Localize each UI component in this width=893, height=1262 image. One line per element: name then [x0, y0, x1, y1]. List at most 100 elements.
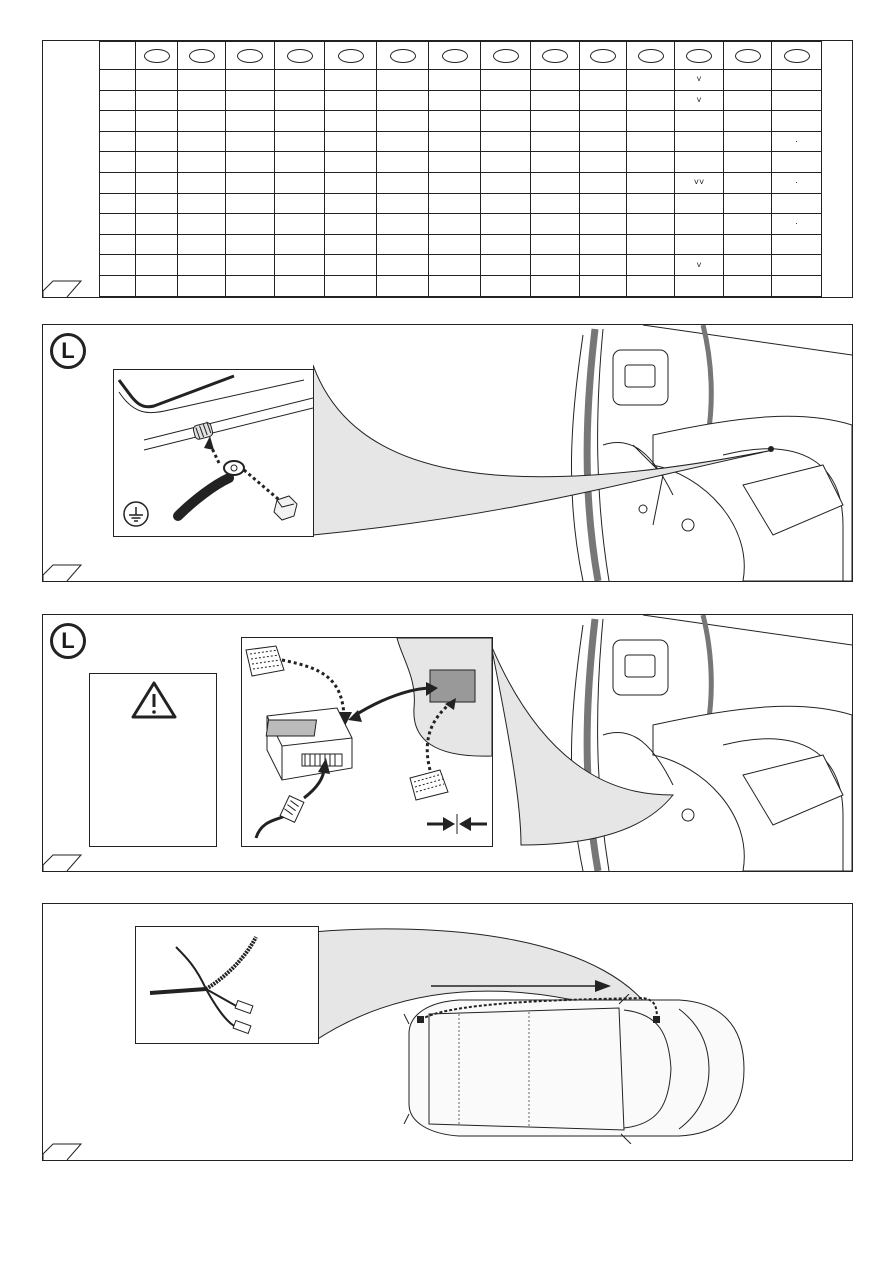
routing-direction-arrow: [431, 980, 611, 992]
table-cell: [771, 110, 822, 132]
table-row: [99, 110, 822, 132]
table-cell: [274, 151, 325, 173]
ground-cable: [173, 460, 245, 521]
table-row-label-cell: [99, 274, 136, 297]
table-cell: [324, 89, 377, 112]
table-header-cell: [530, 41, 580, 70]
table-cell: [274, 233, 325, 256]
table-cell: [723, 89, 772, 112]
warning-triangle-icon: [131, 681, 177, 719]
table-cell: [723, 254, 772, 276]
trunk-interior-illustration: [570, 325, 852, 581]
table-row-label-cell: [99, 233, 136, 256]
table-cell: [225, 110, 275, 132]
table-cell: [579, 69, 627, 91]
table-cell: [376, 151, 429, 173]
table-cell: [324, 69, 377, 91]
table-header-cell: [428, 41, 481, 70]
table-cell: [135, 89, 178, 112]
table-row-label-cell: [99, 130, 136, 153]
compatibility-table: ˅˅·˅˅··˅: [99, 41, 822, 297]
table-cell: [324, 151, 377, 173]
table-cell: [723, 213, 772, 235]
table-cell: [177, 110, 226, 132]
cable-harness-illustration: [149, 936, 258, 1035]
oval-marker-icon: [734, 48, 761, 63]
ground-symbol-icon: [123, 501, 149, 527]
table-cell: [428, 69, 481, 91]
table-cell: [135, 274, 178, 297]
oval-marker-icon: [441, 48, 468, 63]
table-cell: [376, 274, 429, 297]
ground-bolt-illustration: [117, 374, 313, 527]
table-header-cell: [177, 41, 226, 70]
table-cell: [135, 171, 178, 194]
table-cell: [723, 69, 772, 91]
step-marker-label: L: [61, 628, 75, 653]
table-cell: [579, 130, 627, 153]
table-cell: [225, 130, 275, 153]
table-cell: [376, 192, 429, 215]
wiring-connector: [254, 794, 305, 839]
table-cell: [135, 192, 178, 215]
table-cell: ˅: [674, 254, 724, 276]
table-cell: [225, 151, 275, 173]
inset-cable-detail: [135, 926, 319, 1044]
table-corner-cell: [99, 41, 136, 70]
table-cell: [225, 171, 275, 194]
table-cell: [225, 233, 275, 256]
oval-marker-icon: [783, 48, 810, 63]
table-cell: [530, 213, 580, 235]
table-cell: [723, 171, 772, 194]
velcro-pad-top: [245, 645, 285, 677]
table-row-label-cell: [99, 213, 136, 235]
table-cell: ·: [771, 171, 822, 194]
table-row: ·: [99, 213, 822, 235]
module-mounting-illustration: [245, 638, 492, 839]
table-cell: [530, 110, 580, 132]
table-cell: [480, 130, 531, 153]
table-row-label-cell: [99, 171, 136, 194]
table-cell: [274, 274, 325, 297]
table-cell: [674, 130, 724, 153]
table-header-row: [99, 41, 822, 70]
table-cell: [723, 151, 772, 173]
oval-marker-icon: [590, 48, 616, 63]
table-cell: [626, 171, 675, 194]
table-cell: [723, 274, 772, 297]
table-cell: [428, 151, 481, 173]
table-row: [99, 274, 822, 297]
callout-wedge: [491, 645, 675, 846]
table-cell: [177, 274, 226, 297]
table-header-cell: [579, 41, 627, 70]
table-cell: [177, 130, 226, 153]
table-cell: [428, 110, 481, 132]
step-marker-label: L: [61, 338, 75, 363]
table-cell: [626, 110, 675, 132]
table-cell: [771, 151, 822, 173]
table-header-cell: [480, 41, 531, 70]
table-cell: [626, 151, 675, 173]
table-cell: [376, 213, 429, 235]
table-cell: [723, 233, 772, 256]
table-cell: [324, 130, 377, 153]
table-cell: [135, 151, 178, 173]
table-cell: [225, 254, 275, 276]
table-cell: [177, 213, 226, 235]
table-cell: [579, 171, 627, 194]
table-cell: [480, 254, 531, 276]
table-cell: [225, 274, 275, 297]
table-cell: [324, 110, 377, 132]
step-marker-l: L: [50, 623, 86, 659]
table-cell: [177, 89, 226, 112]
table-cell: [428, 233, 481, 256]
table-cell: [274, 192, 325, 215]
table-header-cell: [376, 41, 429, 70]
table-row: ˅: [99, 89, 822, 112]
table-cell: [480, 151, 531, 173]
table-cell: [428, 213, 481, 235]
table-cell: [177, 233, 226, 256]
table-cell: [480, 89, 531, 112]
table-cell: [626, 192, 675, 215]
table-cell: [324, 192, 377, 215]
